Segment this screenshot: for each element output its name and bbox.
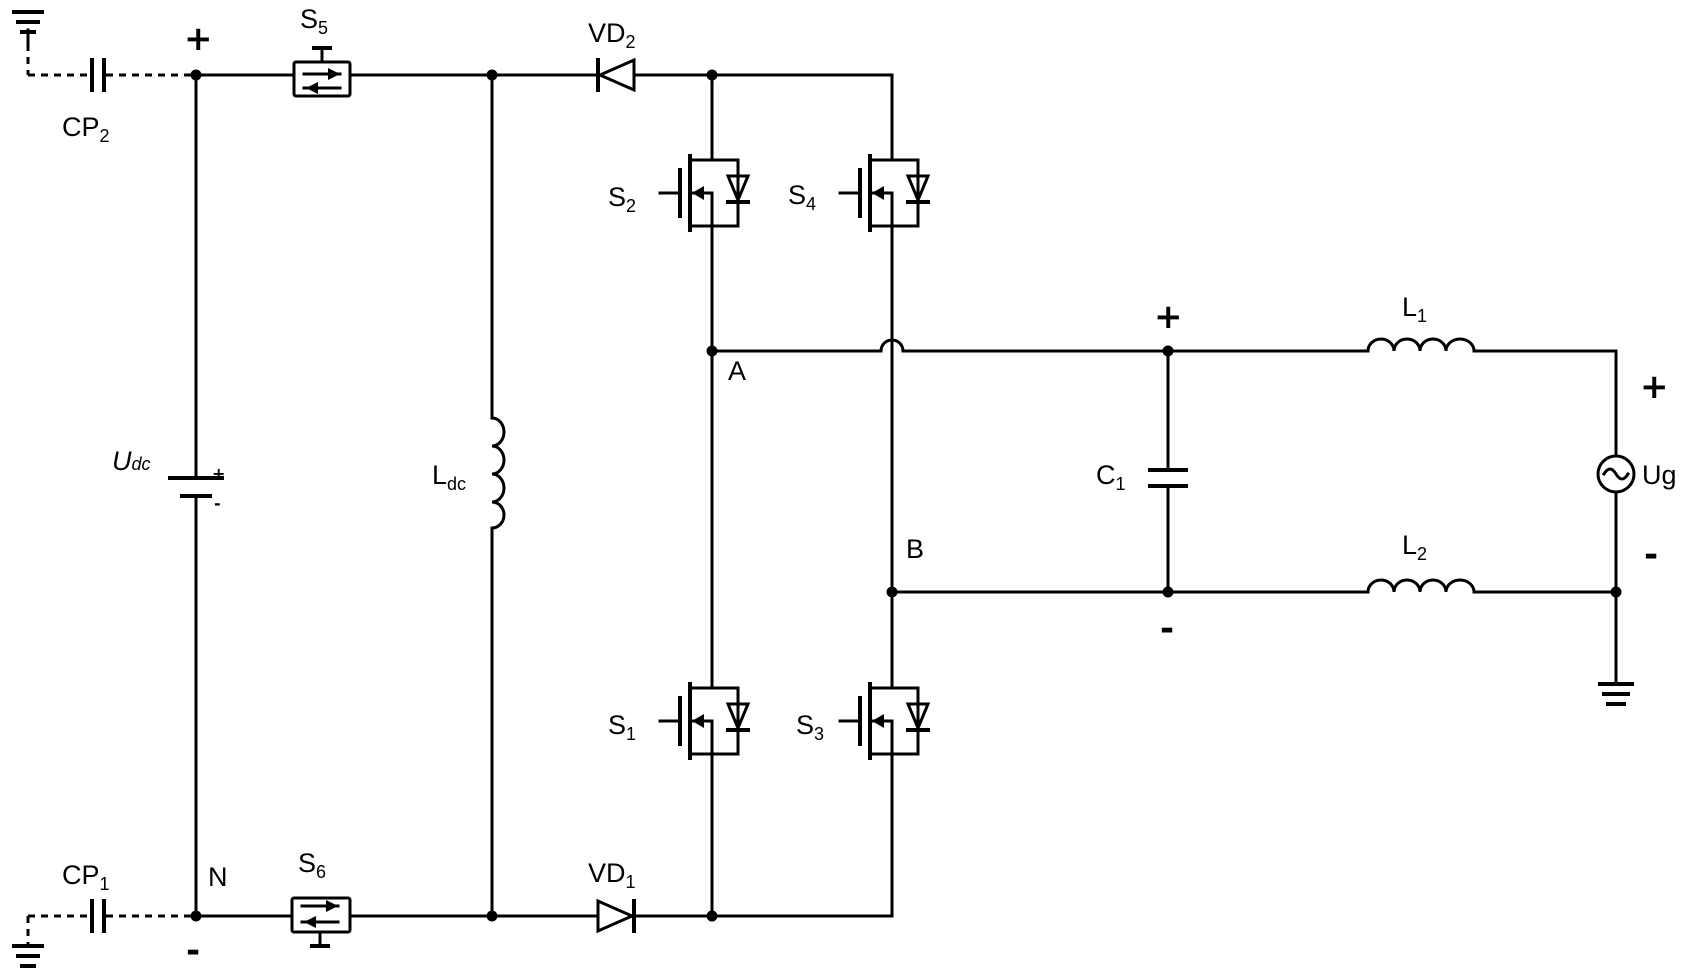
sign-grid-minus: - (1644, 535, 1658, 575)
parasitic-capacitor-cp2 (28, 44, 192, 92)
diode-vd1-icon (598, 899, 634, 933)
labels: CP2 CP1 S5 S6 VD2 VD1 S2 S4 S1 S3 Ldc Ud… (62, 4, 1677, 971)
inductor-ldc-icon (492, 418, 504, 528)
label-s6: S6 (298, 848, 326, 882)
label-s4: S4 (788, 180, 816, 214)
ground-icon (12, 946, 44, 966)
inductor-l2-icon (1368, 580, 1474, 592)
junction-dots (191, 70, 1622, 922)
igbt-switch-s6-icon (292, 898, 350, 946)
label-s1: S1 (608, 710, 636, 744)
sign-dc-minus: - (186, 931, 200, 971)
label-vd2: VD2 (588, 18, 636, 52)
mosfet-s3-icon (840, 676, 930, 766)
label-s5: S5 (300, 4, 328, 38)
label-ug: Ug (1642, 460, 1677, 490)
mosfet-s1-icon (660, 676, 750, 766)
label-cp2: CP2 (62, 112, 110, 146)
capacitor-c1-icon (1148, 470, 1188, 486)
battery-plus-sign: + (212, 464, 225, 483)
igbt-switch-s5-icon (294, 48, 350, 96)
label-s3: S3 (796, 710, 824, 744)
mosfet-s2-icon (660, 148, 750, 238)
label-ldc: Ldc (432, 460, 466, 494)
label-node-b: B (906, 534, 924, 564)
sign-dc-plus: + (184, 19, 213, 59)
label-cp1: CP1 (62, 860, 110, 894)
mosfet-s4-icon (840, 148, 930, 238)
sign-grid-plus: + (1640, 367, 1669, 407)
ground-icon (1598, 684, 1634, 704)
sign-cap-plus: + (1154, 297, 1183, 337)
label-node-a: A (728, 356, 746, 386)
inductor-l1-icon (1368, 339, 1474, 351)
parasitic-capacitor-cp1 (28, 899, 192, 944)
label-udc: Udc (112, 446, 151, 476)
diode-vd2-icon (598, 58, 634, 92)
label-c1: C1 (1096, 460, 1126, 494)
sign-cap-minus: - (1160, 609, 1174, 649)
label-node-n: N (208, 862, 228, 892)
label-l2: L2 (1402, 530, 1427, 564)
ground-icon (12, 12, 44, 44)
label-l1: L1 (1402, 292, 1427, 326)
battery-minus-sign: - (214, 494, 221, 513)
ac-source-icon (1598, 456, 1634, 492)
label-vd1: VD1 (588, 858, 636, 892)
label-s2: S2 (608, 182, 636, 216)
